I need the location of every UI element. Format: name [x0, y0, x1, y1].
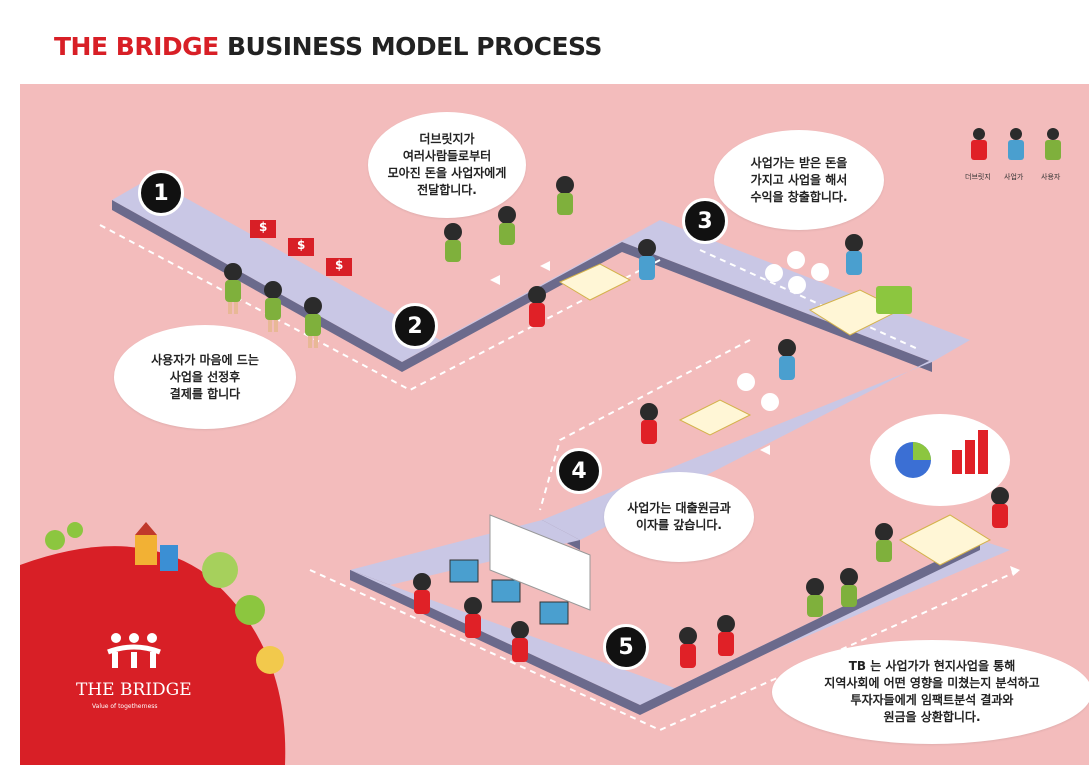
bubble-impact: TB 는 사업가가 현지사업을 통해 지역사회에 어떤 영향을 미쳤는지 분석하…: [772, 640, 1089, 744]
business-figure-step3: [845, 234, 863, 275]
computer-monitors: [449, 559, 569, 625]
bubble-bridge-delivers: 더브릿지가 여러사람들로부터 모아진 돈을 사업자에게 전달합니다.: [368, 112, 526, 218]
bridge-figure-step4: [640, 403, 658, 444]
header-bar: THE BRIDGE BUSINESS MODEL PROCESS: [20, 10, 1089, 84]
step-number-1: 1: [138, 170, 184, 216]
legend-label-user: 사용자: [1041, 173, 1061, 181]
page-title: THE BRIDGE BUSINESS MODEL PROCESS: [54, 32, 602, 61]
impact-report: [898, 514, 992, 566]
bubble-user-selects: 사용자가 마음에 드는 사업을 선정후 결제를 합니다: [114, 325, 296, 429]
money-bags-step4: [737, 373, 779, 411]
money-bags-step3: [765, 251, 829, 294]
step-number-3: 3: [682, 198, 728, 244]
money-sign-3: $: [335, 258, 344, 272]
bridge-logo-mark: [104, 630, 164, 670]
money-sign-2: $: [297, 238, 306, 252]
legend-figure-business: [1010, 128, 1022, 140]
payment-monitors: [250, 220, 352, 276]
briefcase: [876, 286, 912, 314]
business-figure-step4: [778, 339, 796, 380]
business-figure-step3a: [638, 239, 656, 280]
legend-label-bridge: 더브릿지: [965, 173, 991, 181]
legend-swatch-user: [1045, 140, 1061, 160]
title-accent: THE BRIDGE: [54, 32, 219, 61]
presentation-board: [489, 514, 591, 611]
user-figures-step5: [806, 523, 893, 617]
title-rest: BUSINESS MODEL PROCESS: [226, 32, 603, 61]
user-figures-step2: [444, 176, 574, 262]
legend-figure-user: [1047, 128, 1059, 140]
step-number-2: 2: [392, 303, 438, 349]
bridge-figure-step2: [528, 286, 546, 327]
logo-tagline: Value of togetherness: [92, 703, 158, 710]
chart-bubble: [870, 414, 1010, 506]
documents-step4: [678, 399, 752, 436]
step-number-4: 4: [556, 448, 602, 494]
documents-step2: [558, 263, 632, 301]
user-figures-step1: [224, 263, 322, 348]
dashed-guides: [99, 224, 1021, 732]
step-number-5: 5: [603, 624, 649, 670]
money-sign-1: $: [259, 220, 268, 234]
city-decoration: [45, 522, 284, 674]
legend-figure-bridge: [973, 128, 985, 140]
legend-label-business: 사업가: [1004, 173, 1024, 181]
legend-swatch-business: [1008, 140, 1024, 160]
bubble-business-profit: 사업가는 받은 돈을 가지고 사업을 해서 수익을 창출합니다.: [714, 130, 884, 230]
legend: 더브릿지 사업가 사용자: [955, 128, 1080, 192]
bubble-repay-loan: 사업가는 대출원금과 이자를 갚습니다.: [604, 472, 754, 562]
logo-name: THE BRIDGE: [76, 680, 192, 700]
bridge-figures-step5: [413, 487, 1009, 668]
flow-arrows: [490, 261, 1020, 576]
infographic-frame: THE BRIDGE BUSINESS MODEL PROCESS: [20, 10, 1089, 765]
legend-swatch-bridge: [971, 140, 987, 160]
